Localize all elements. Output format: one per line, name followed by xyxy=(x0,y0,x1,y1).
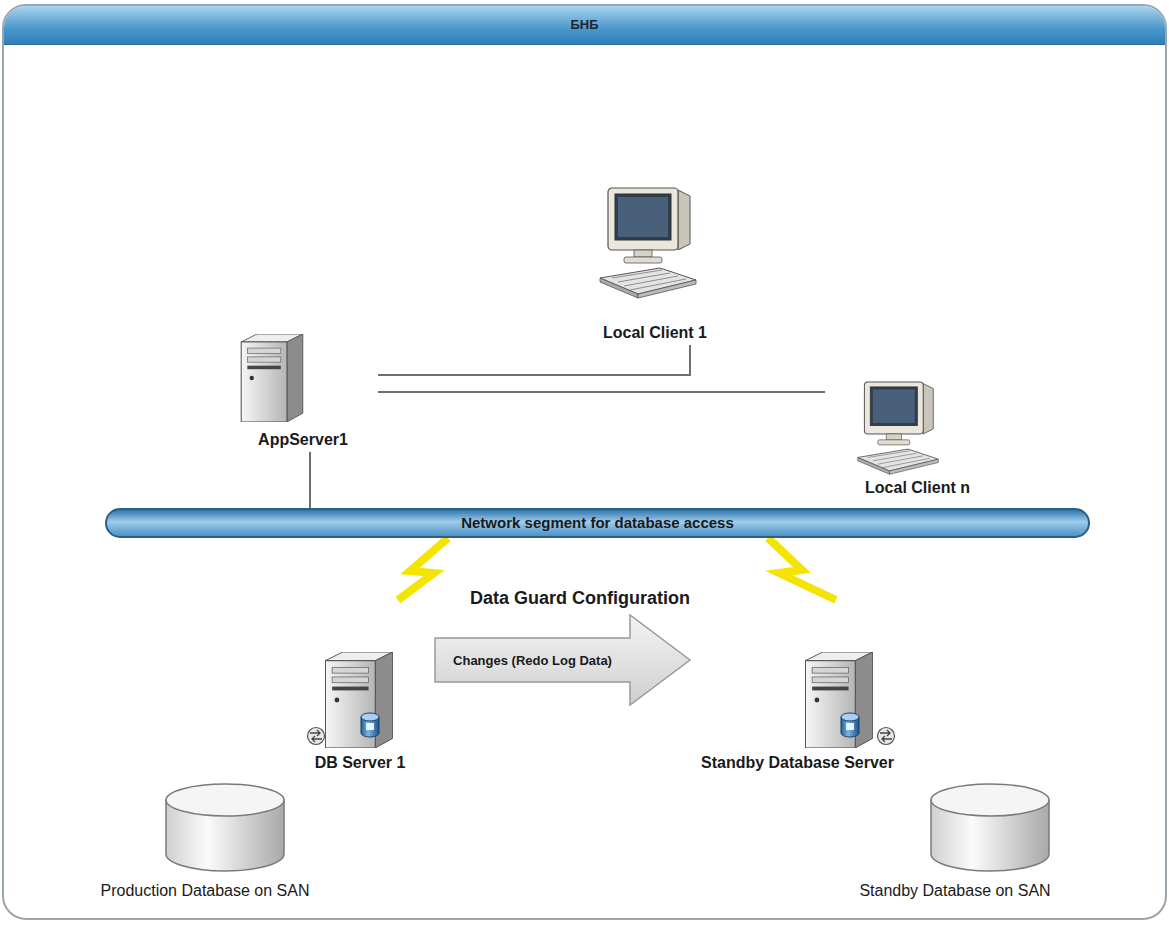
server-icon xyxy=(805,652,872,748)
client-computer-icon xyxy=(600,188,696,298)
node-label: Local Client 1 xyxy=(603,323,707,342)
database-icon xyxy=(841,713,859,737)
network-port-icon xyxy=(878,728,895,745)
node-label: DB Server 1 xyxy=(315,753,406,772)
network-port-icon xyxy=(308,728,325,745)
client-computer: Local Client n xyxy=(825,375,1010,500)
network-segment: Network segment for database access xyxy=(105,508,1090,538)
network-cable xyxy=(309,452,311,508)
client-computer-icon xyxy=(858,382,939,474)
san-disk-icon xyxy=(166,784,284,871)
san-disk-icon xyxy=(931,784,1049,871)
network-cable xyxy=(378,345,690,375)
frame-title: БНБ xyxy=(570,17,598,33)
san-storage: Production Database on SAN xyxy=(45,778,365,903)
server-icon xyxy=(241,334,303,422)
node-label: AppServer1 xyxy=(258,430,348,449)
node-label: Production Database on SAN xyxy=(100,881,309,900)
server-icon xyxy=(325,652,392,748)
network-link xyxy=(398,538,448,600)
standby-server: Standby Database Server xyxy=(690,600,905,775)
app-server: AppServer1 xyxy=(228,330,378,452)
node-label: Network segment for database access xyxy=(461,514,734,532)
node-label: Local Client n xyxy=(865,478,970,497)
node-label: Standby Database Server xyxy=(701,753,894,772)
database-server: DB Server 1 xyxy=(285,600,435,775)
configuration-label: Data Guard Configuration xyxy=(470,588,690,609)
network-link xyxy=(768,538,836,600)
replication-arrow xyxy=(435,615,690,705)
san-storage: Standby Database on SAN xyxy=(790,778,1120,903)
client-computer: Local Client 1 xyxy=(565,180,745,345)
database-icon xyxy=(361,713,379,737)
edge-label: Changes (Redo Log Data) xyxy=(450,652,615,669)
title-bar: БНБ xyxy=(4,6,1165,45)
node-label: Standby Database on SAN xyxy=(859,881,1050,900)
network-cable xyxy=(378,391,825,393)
frame-panel: БНБ Local Client 1 AppServer1Local Client … xyxy=(2,4,1167,920)
